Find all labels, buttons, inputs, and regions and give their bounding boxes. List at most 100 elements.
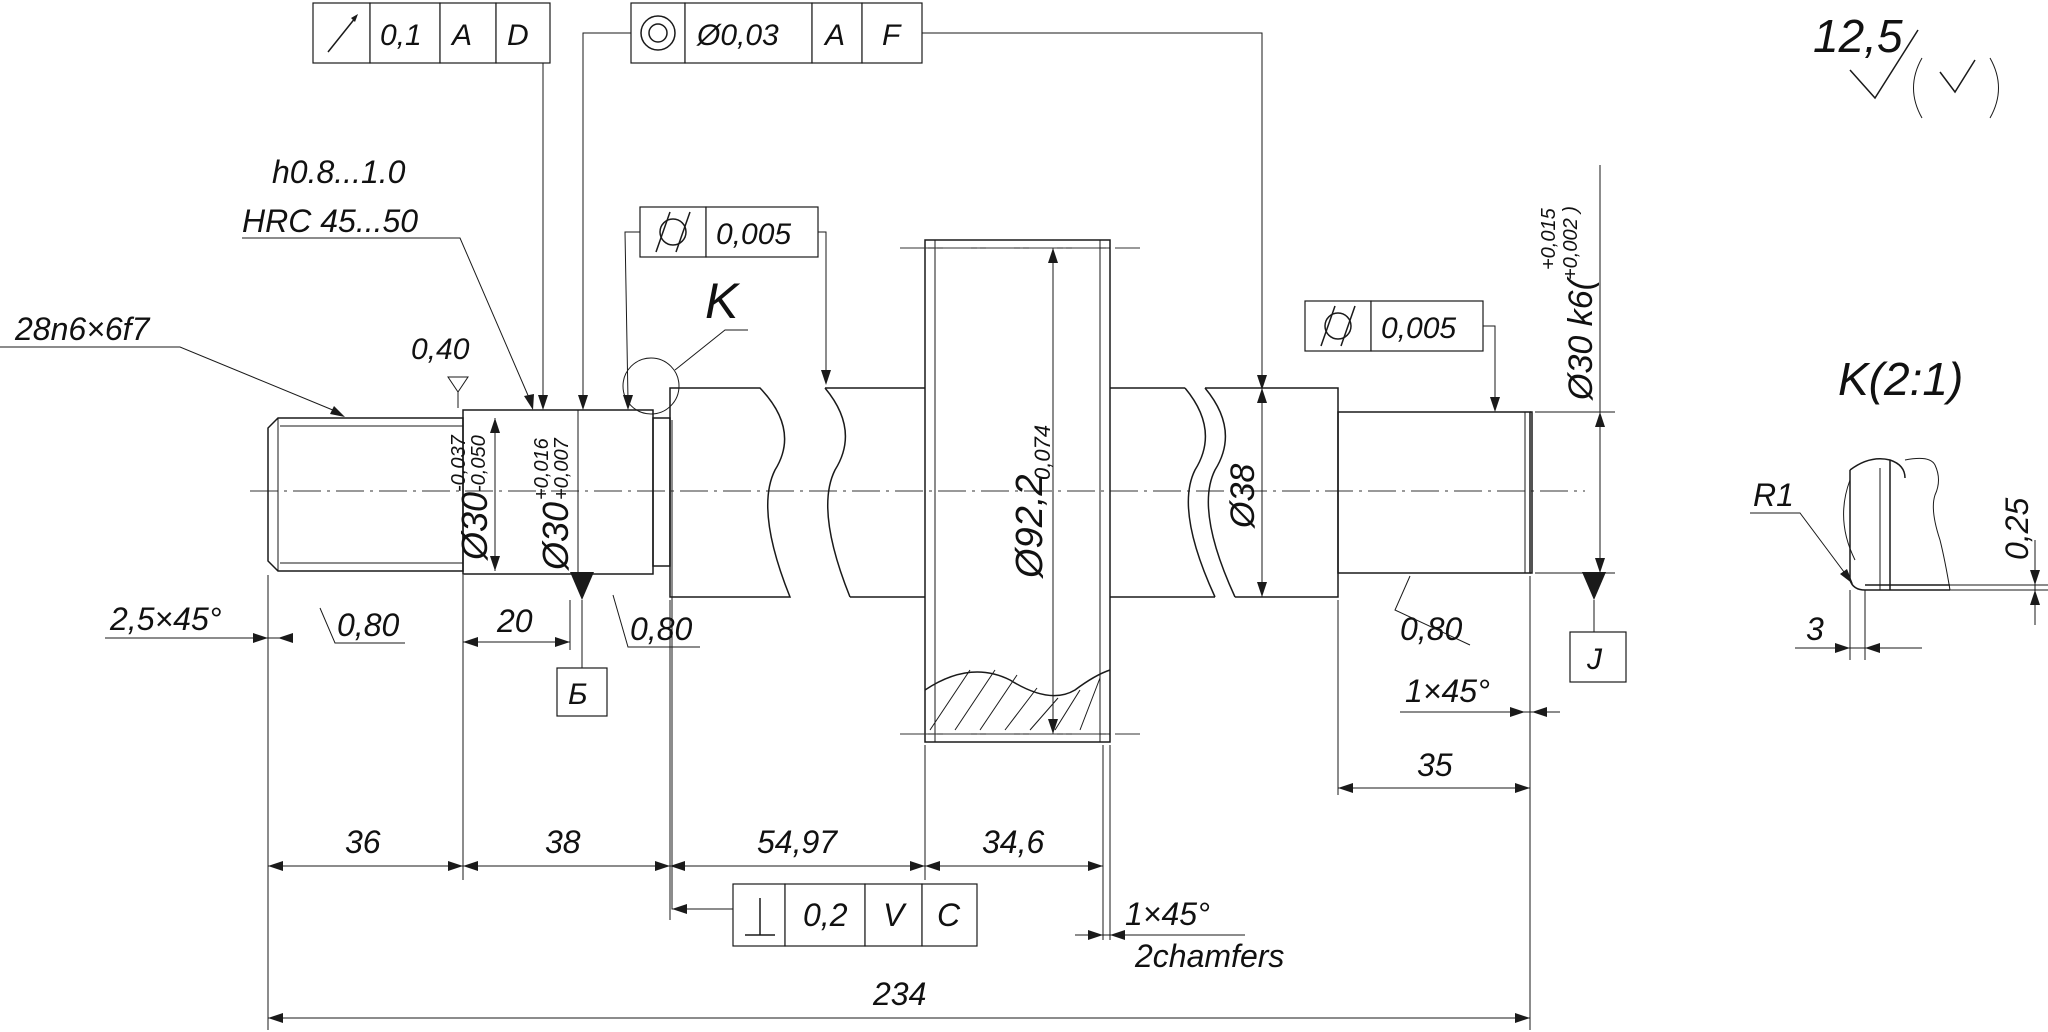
cylindricity-icon xyxy=(655,211,691,253)
hardness-arrow xyxy=(524,394,534,410)
dim-arrow xyxy=(2030,570,2040,585)
d92-main: Ø92,2 xyxy=(1009,474,1051,580)
dim-35: 35 xyxy=(1417,747,1453,783)
d30-mid-main: Ø30 xyxy=(535,502,576,571)
d30-right-upper: +0,015 xyxy=(1538,207,1560,270)
perp-leader xyxy=(671,420,733,910)
dim-34-6: 34,6 xyxy=(982,824,1044,860)
dim-arrow xyxy=(1257,388,1267,403)
concentricity-leader-right xyxy=(922,32,1263,380)
dim-arrow xyxy=(253,633,268,643)
roughness-0-80-mid: 0,80 xyxy=(630,611,692,647)
chamfers-line1: 1×45° xyxy=(1125,896,1210,932)
dim-arrow xyxy=(490,418,500,433)
dim-arrow xyxy=(490,556,500,571)
fcf-cylindricity-right: 0,005 xyxy=(1304,300,1484,352)
dim-arrow xyxy=(1532,707,1547,717)
dim-arrow xyxy=(1595,412,1605,427)
detail-k-label: K xyxy=(705,273,741,329)
local-section-line xyxy=(924,669,1111,697)
d92-sub: 0,074 xyxy=(1030,425,1055,480)
chamfer-right: 1×45° xyxy=(1405,673,1490,709)
roughness-general-icon xyxy=(1849,29,1999,119)
concentricity-datum-1: A xyxy=(823,19,845,52)
runout-arrow-icon xyxy=(327,14,358,53)
concentricity-icon xyxy=(640,15,676,51)
roughness-0-40: 0,40 xyxy=(411,333,470,366)
runout-leader-arrow xyxy=(538,395,548,410)
shoulder-left xyxy=(652,417,671,567)
section-hatching xyxy=(929,669,1101,731)
roughness-right-mark xyxy=(1394,575,1471,646)
dim-arrow xyxy=(555,637,570,647)
chamfer-left: 2,5×45° xyxy=(109,601,222,637)
detail-3: 3 xyxy=(1806,611,1824,647)
r1-leader xyxy=(1750,512,1851,581)
dim-arrow xyxy=(1865,643,1880,653)
datum-j-label: J xyxy=(1586,643,1603,676)
dim-38: 38 xyxy=(545,824,581,860)
dim-arrow xyxy=(1048,719,1058,734)
hardness-leader xyxy=(242,237,531,401)
concentricity-arrow-left xyxy=(578,395,588,410)
shaft-body xyxy=(250,239,1585,743)
dim-arrow xyxy=(1257,582,1267,597)
dim-arrow xyxy=(1338,783,1353,793)
dim-arrow xyxy=(1510,707,1525,717)
d30-mid-lower: +0,007 xyxy=(551,437,573,500)
perp-datum-2: C xyxy=(937,897,961,933)
fcf-perpendicularity: 0,2 V C xyxy=(732,883,978,947)
dim-20: 20 xyxy=(496,603,533,639)
dim-arrow xyxy=(1515,1013,1530,1023)
perp-value: 0,2 xyxy=(803,897,848,933)
dim-arrow xyxy=(1595,558,1605,573)
d30-right-main: Ø30 k6( xyxy=(1562,275,1600,401)
shaft-38-left xyxy=(669,387,792,598)
perpendicularity-icon xyxy=(745,898,775,936)
spline-section xyxy=(267,417,464,572)
extension-lines xyxy=(267,575,1531,1030)
break-line-right-a xyxy=(1184,387,1216,598)
d38-label: Ø38 xyxy=(1224,464,1262,529)
roughness-left-mark xyxy=(319,607,405,644)
dim-arrow xyxy=(278,633,293,643)
fcf-runout: 0,1 A D xyxy=(312,2,551,64)
roughness-triangle-icon xyxy=(447,376,469,408)
dim-arrow xyxy=(268,1013,283,1023)
cyl-left-leader-1 xyxy=(624,231,640,401)
perp-arrow xyxy=(672,904,687,914)
d30-right-lower: +0,002 ) xyxy=(1560,206,1582,280)
d30-left-lower: -0,050 xyxy=(468,435,490,492)
spline-arrow xyxy=(330,406,345,417)
cyl-right-arrow xyxy=(1490,397,1500,412)
chamfers-line2: 2chamfers xyxy=(1134,938,1284,974)
runout-datum-2: D xyxy=(507,19,529,52)
dim-arrow xyxy=(1515,783,1530,793)
right-end-chamfer xyxy=(1530,411,1533,574)
perp-datum-1: V xyxy=(883,897,907,933)
hardness-note: HRC 45...50 xyxy=(242,203,418,239)
dim-arrow xyxy=(1088,930,1103,940)
d30-mid-upper: +0,016 xyxy=(531,437,553,500)
datum-b: Б xyxy=(556,572,608,717)
runout-datum-1: A xyxy=(450,19,472,52)
spline-leader xyxy=(0,346,341,414)
journal-right xyxy=(1337,411,1531,574)
cyl-left-value: 0,005 xyxy=(716,218,791,251)
roughness-general: 12,5 xyxy=(1813,10,1903,62)
datum-j: J xyxy=(1569,572,1627,683)
gear-hub xyxy=(924,239,1111,743)
detail-k-circle xyxy=(622,357,680,415)
detail-k-leader xyxy=(674,329,748,371)
datum-b-label: Б xyxy=(568,678,588,711)
break-line-right-b xyxy=(1204,387,1236,598)
cyl-left-leader-2 xyxy=(818,231,827,370)
detail-r1: R1 xyxy=(1753,477,1794,513)
dim-arrow xyxy=(2030,590,2040,605)
dim-arrow xyxy=(463,637,478,647)
concentricity-datum-2: F xyxy=(882,19,902,52)
detail-0-25: 0,25 xyxy=(1999,498,2035,560)
fcf-concentricity: Ø0,03 A F xyxy=(630,2,923,64)
cyl-right-value: 0,005 xyxy=(1381,312,1456,345)
